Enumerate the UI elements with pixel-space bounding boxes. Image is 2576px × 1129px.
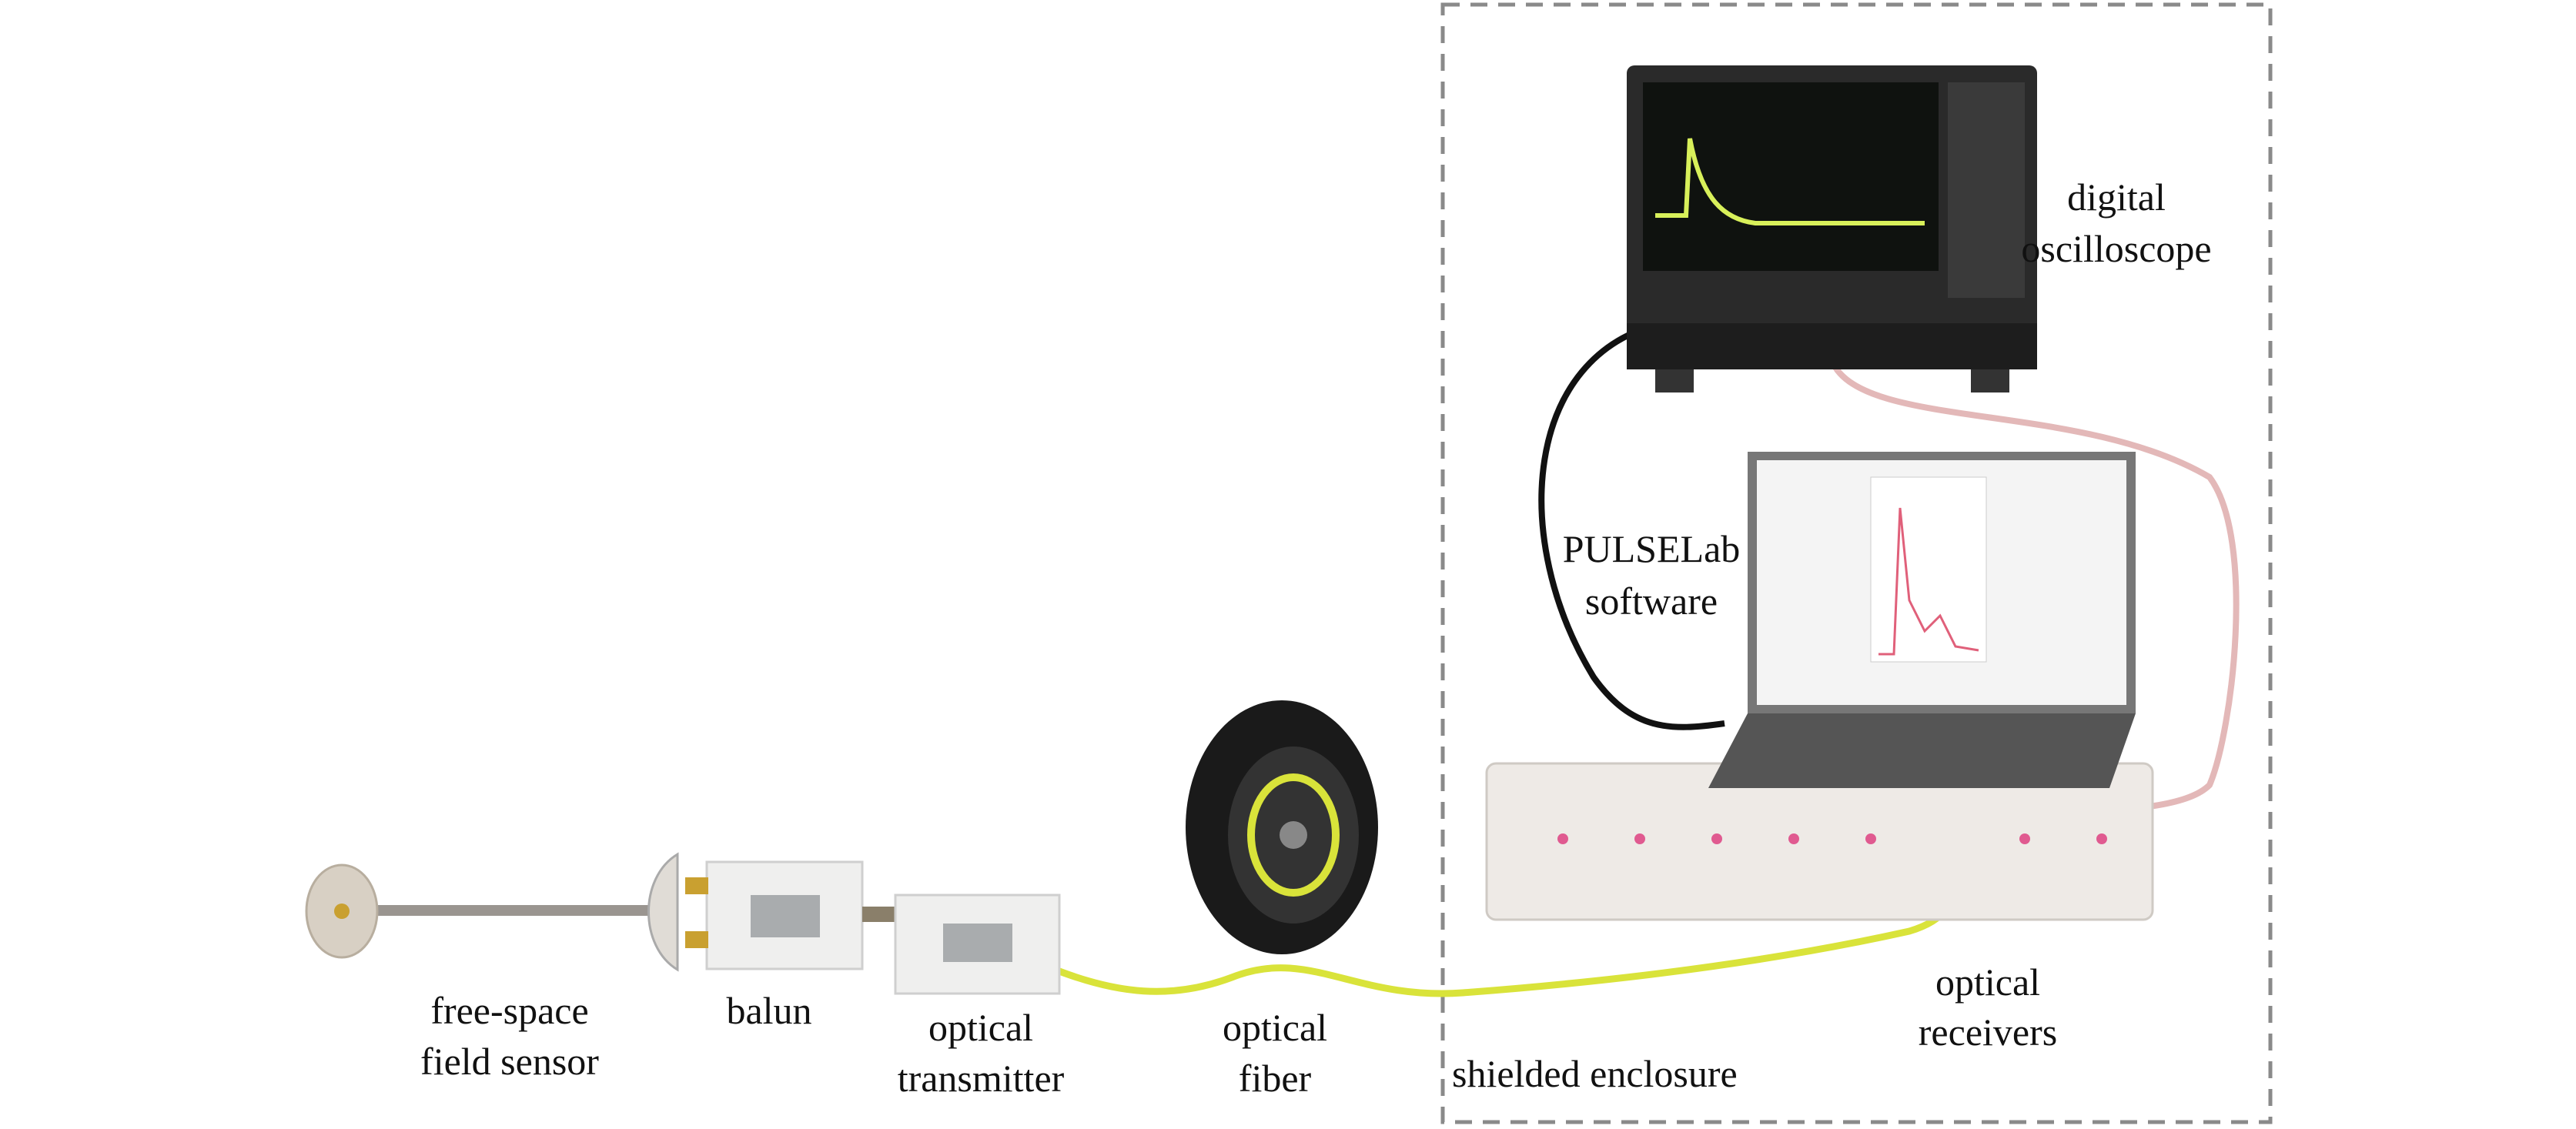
label-balun: balun xyxy=(726,989,811,1032)
field-sensor xyxy=(305,852,679,972)
label-scope-line2: oscilloscope xyxy=(2021,227,2211,270)
label-fiber-line2: fiber xyxy=(1239,1057,1312,1100)
label-transmitter-line2: transmitter xyxy=(898,1057,1065,1100)
label-sensor-line2: field sensor xyxy=(420,1040,599,1083)
scope-trace xyxy=(1655,138,1925,225)
label-transmitter-line1: optical xyxy=(928,1006,1033,1049)
balun-device xyxy=(685,860,864,970)
digital-oscilloscope xyxy=(1627,65,2037,392)
fiber-reel xyxy=(1186,700,1378,954)
label-fiber-line1: optical xyxy=(1223,1006,1327,1049)
shielded-enclosure-border xyxy=(1440,2,2273,1124)
scope-cable xyxy=(1538,320,1725,730)
label-scope-line1: digital xyxy=(2067,175,2166,219)
optical-transmitter-device xyxy=(862,894,1061,995)
optical-fiber-cable xyxy=(1058,876,1954,997)
label-receivers-line2: receivers xyxy=(1919,1010,2057,1054)
laptop xyxy=(1708,452,2136,788)
software-plot-trace xyxy=(1878,507,1979,656)
label-sensor-line1: free-space xyxy=(430,989,588,1032)
label-software-line1: PULSELab xyxy=(1563,527,1741,570)
label-software-line2: software xyxy=(1585,580,1718,623)
label-receivers-line1: optical xyxy=(1935,960,2040,1004)
label-enclosure: shielded enclosure xyxy=(1452,1052,1738,1095)
